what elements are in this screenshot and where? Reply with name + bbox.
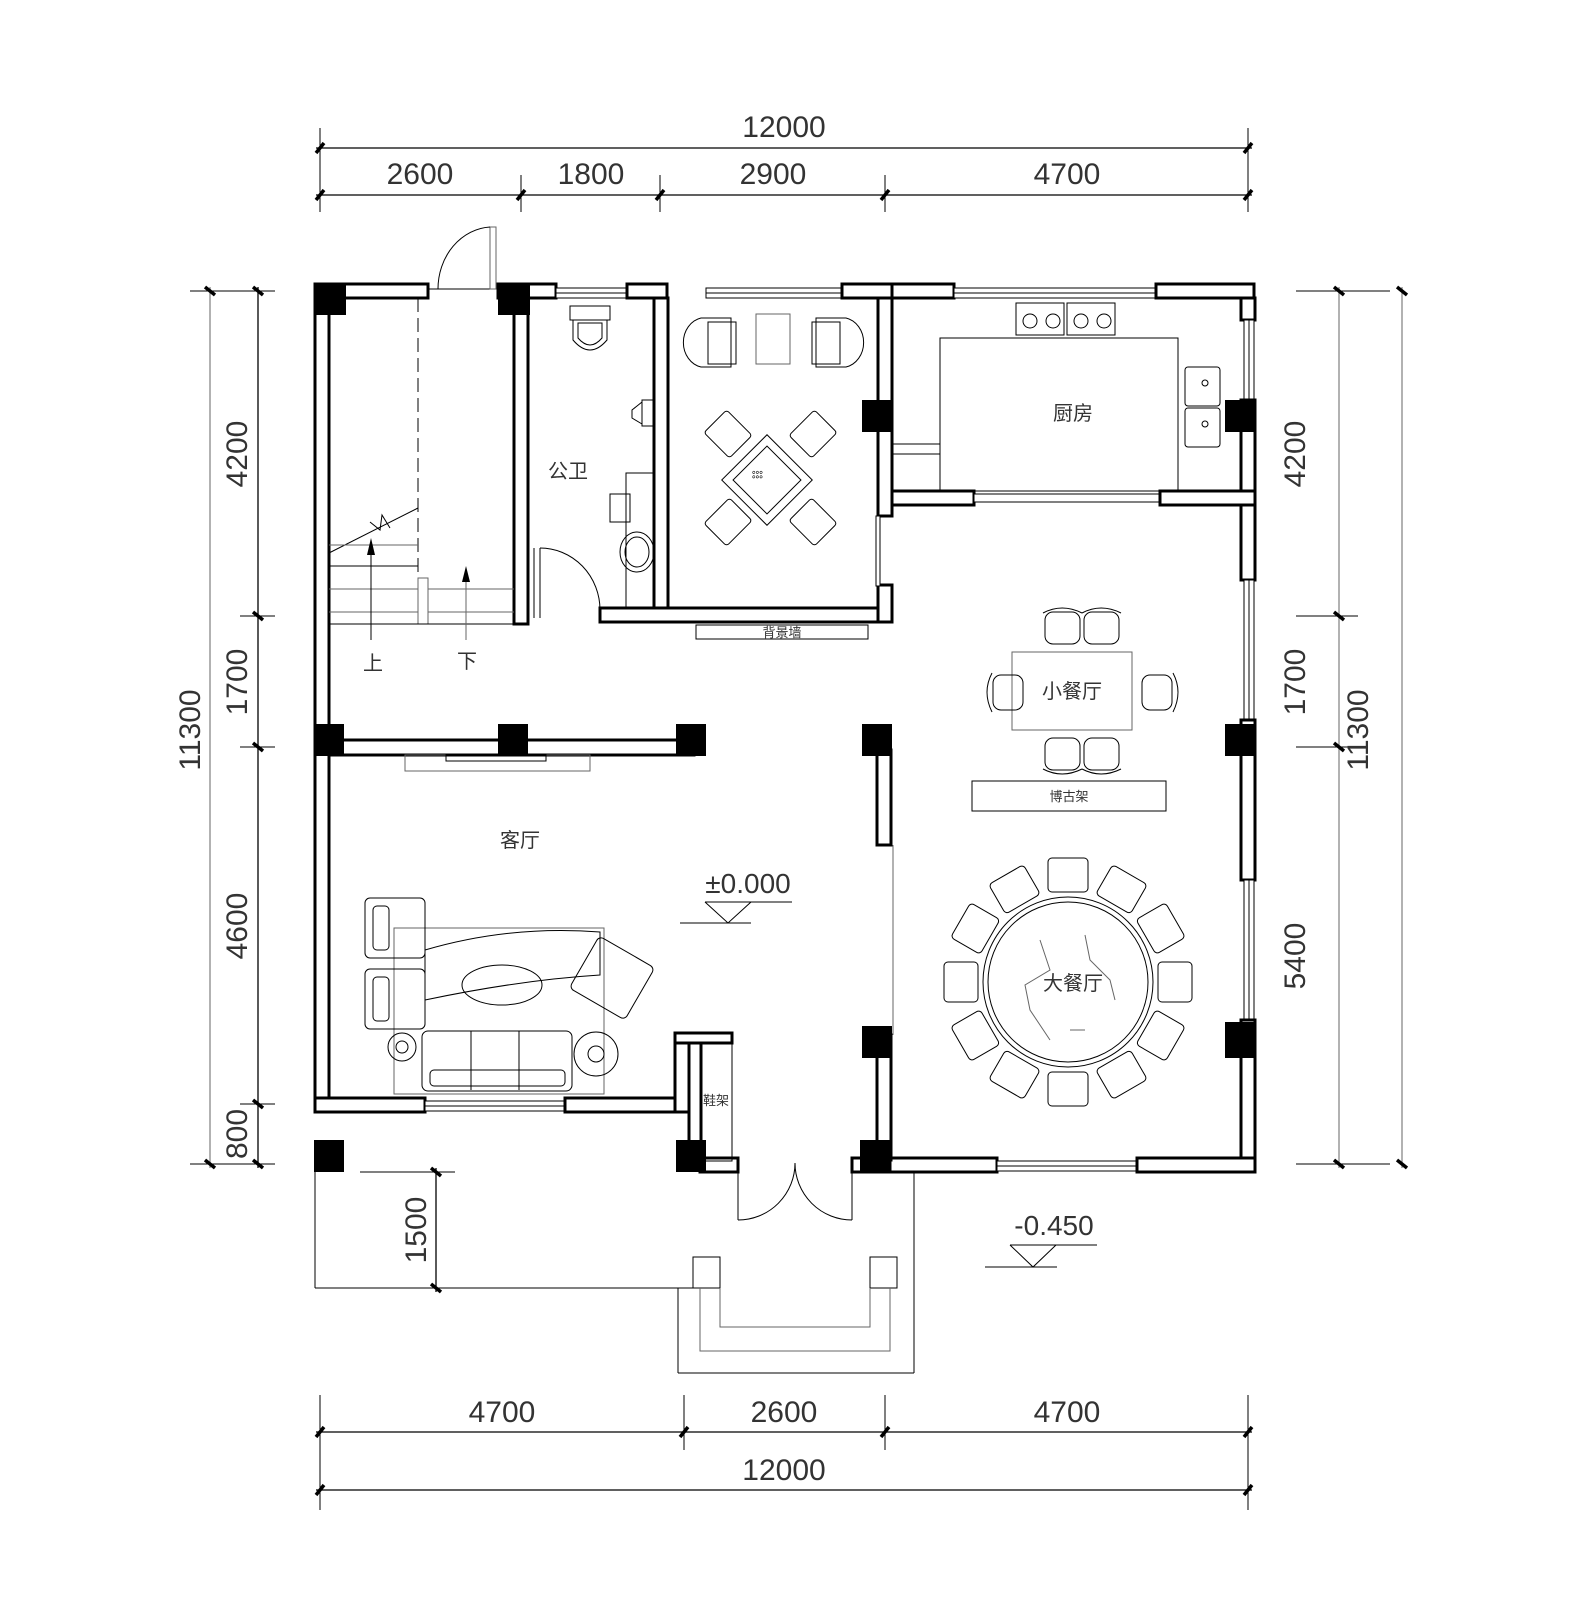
living-room[interactable]: 客厅 ±0.000: [364, 754, 792, 1095]
left-dimension-chain: 11300 4200 1700 4600 800: [174, 285, 275, 1170]
small-dining-room[interactable]: 小餐厅 博古架: [971, 607, 1179, 812]
left-dim-2: 1700: [221, 649, 254, 716]
room-label-living-room: 客厅: [500, 828, 540, 852]
large-dining-room[interactable]: 大餐厅: [943, 857, 1193, 1107]
entrance[interactable]: 鞋架: [700, 1042, 853, 1221]
bottom-dim-1: 4700: [469, 1396, 536, 1429]
right-total-dim: 11300: [1342, 689, 1375, 770]
staircase[interactable]: 上 下: [328, 226, 514, 675]
bottom-total-dim: 12000: [742, 1454, 825, 1487]
room-label-kitchen: 厨房: [1053, 401, 1093, 425]
shoe-rack-label: 鞋架: [703, 1093, 729, 1109]
bottom-dimension-chain: 4700 2600 4700 12000: [314, 1395, 1254, 1510]
entrance-door-right[interactable]: [794, 1162, 853, 1221]
left-dim-3: 4600: [221, 893, 254, 960]
right-dim-3: 5400: [1279, 923, 1312, 990]
right-dimension-chain: 4200 1700 5400 11300: [1279, 285, 1409, 1170]
feature-wall-label: 背景墙: [762, 626, 801, 641]
tea-room[interactable]: ⦂⦂⦂ 背景墙: [682, 313, 869, 641]
porch-dim: 1500: [400, 1197, 433, 1264]
top-dimension-chain: 12000 2600 1800 2900 4700: [314, 111, 1254, 212]
bottom-dim-3: 4700: [1034, 1396, 1101, 1429]
stair-down-label: 下: [457, 649, 477, 673]
room-label-public-bathroom: 公卫: [548, 459, 588, 483]
porch: 1500 -0.450: [314, 1166, 1097, 1374]
top-dim-3: 2900: [740, 158, 807, 191]
left-dim-4: 800: [221, 1109, 254, 1159]
top-dim-2: 1800: [558, 158, 625, 191]
room-label-large-dining: 大餐厅: [1043, 971, 1103, 995]
bottom-dim-2: 2600: [751, 1396, 818, 1429]
top-dim-1: 2600: [387, 158, 454, 191]
svg-text:⦂⦂⦂: ⦂⦂⦂: [752, 467, 763, 481]
kitchen[interactable]: 厨房: [891, 302, 1221, 492]
stair-up-arrow-icon: [367, 538, 375, 555]
round-table-chairs: [943, 857, 1193, 1107]
entrance-door-left[interactable]: [737, 1162, 796, 1221]
exterior-walls: [313, 282, 1257, 1174]
exterior-level-mark: -0.450: [1014, 1210, 1093, 1241]
structural-columns: [314, 283, 1255, 1172]
mahjong-table: [721, 434, 813, 526]
left-total-dim: 11300: [174, 689, 207, 770]
room-label-small-dining: 小餐厅: [1042, 679, 1102, 703]
left-dim-1: 4200: [221, 421, 254, 488]
public-bathroom[interactable]: 公卫: [533, 305, 655, 618]
antique-shelf-label: 博古架: [1049, 790, 1088, 805]
stair-up-label: 上: [363, 651, 383, 675]
top-total-dim: 12000: [742, 111, 825, 144]
stair-down-arrow-icon: [462, 566, 470, 582]
right-dim-1: 4200: [1279, 421, 1312, 488]
floor-level-mark: ±0.000: [705, 868, 790, 899]
right-dim-2: 1700: [1279, 649, 1312, 716]
top-dim-4: 4700: [1034, 158, 1101, 191]
